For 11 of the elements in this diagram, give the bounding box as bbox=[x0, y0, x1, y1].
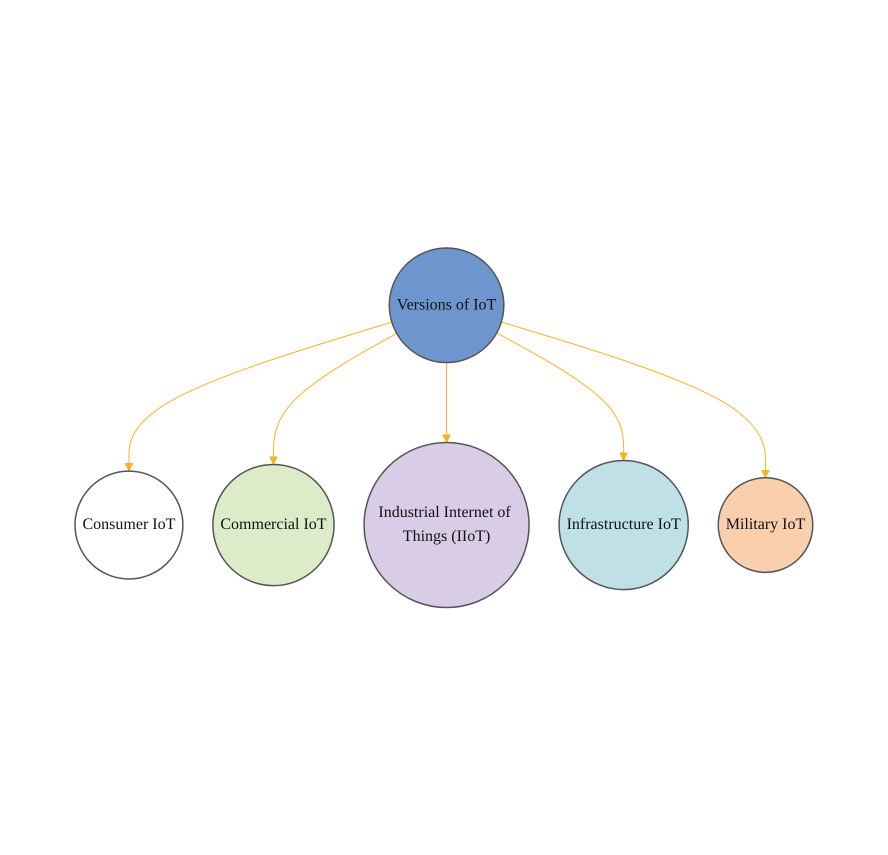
node-circle: Military IoT bbox=[718, 476, 814, 573]
node-circle: Industrial Internet of Things (IIoT) bbox=[363, 442, 530, 608]
arrow bbox=[442, 362, 452, 443]
node-circle: Commercial IoT bbox=[212, 463, 335, 586]
node-circle: Infrastructure IoT bbox=[558, 459, 690, 590]
arrow bbox=[269, 332, 398, 465]
arrow bbox=[496, 332, 628, 461]
node-circle: Consumer IoT bbox=[74, 470, 184, 580]
arrow bbox=[124, 321, 392, 472]
arrow bbox=[500, 321, 770, 478]
node-circle: Versions of IoT bbox=[388, 246, 505, 364]
